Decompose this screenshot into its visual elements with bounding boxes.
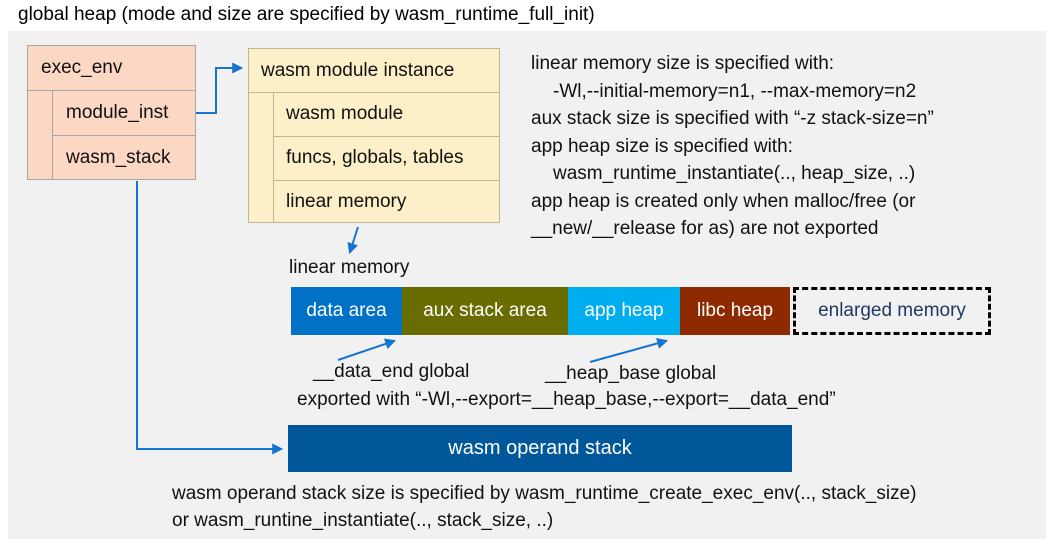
module-instance-row-linear-memory: linear memory — [273, 181, 499, 222]
note-line: app heap size is specified with: — [531, 135, 793, 157]
exported-with-label: exported with “-Wl,--export=__heap_base,… — [297, 389, 836, 410]
footer-line: or wasm_runtine_instantiate(.., stack_si… — [172, 509, 554, 531]
page-title: global heap (mode and size are specified… — [18, 4, 595, 25]
note-line: app heap is created only when malloc/fre… — [531, 190, 916, 212]
memory-segment-libc-heap: libc heap — [680, 287, 790, 335]
footer-line: wasm operand stack size is specified by … — [172, 483, 917, 504]
exec-env-row-module-inst: module_inst — [52, 91, 195, 136]
memory-segment-app-heap: app heap — [568, 287, 680, 335]
note-line: -Wl,--initial-memory=n1, --max-memory=n2 — [553, 80, 917, 102]
note-line: linear memory size is specified with: — [531, 53, 835, 74]
linear-memory-label: linear memory — [289, 257, 410, 278]
module-instance-header: wasm module instance — [249, 49, 499, 93]
exec-env-header: exec_env — [28, 46, 195, 91]
note-line: aux stack size is specified with “-z sta… — [531, 108, 934, 129]
memory-segment-data-area: data area — [291, 287, 402, 335]
data-end-global-label: __data_end global — [313, 361, 470, 382]
linear-memory-bar: data area aux stack area app heap libc h… — [291, 287, 991, 335]
footer-note: wasm operand stack size is specified by … — [172, 481, 917, 534]
wasm-operand-stack-bar: wasm operand stack — [288, 425, 792, 472]
exec-env-row-wasm-stack: wasm_stack — [52, 136, 195, 179]
note-line: wasm_runtime_instantiate(.., heap_size, … — [553, 163, 916, 184]
enlarged-memory-box: enlarged memory — [793, 287, 991, 335]
exec-env-box: exec_env module_inst wasm_stack — [27, 45, 196, 180]
heap-base-global-label: __heap_base global — [545, 363, 717, 384]
module-instance-row-wasm-module: wasm module — [273, 93, 499, 137]
notes-block: linear memory size is specified with: -W… — [531, 50, 1036, 243]
module-instance-row-funcs-globals-tables: funcs, globals, tables — [273, 137, 499, 181]
note-line: __new/__release for as) are not exported — [531, 218, 879, 239]
memory-segment-aux-stack-area: aux stack area — [402, 287, 568, 335]
module-instance-box: wasm module instance wasm module funcs, … — [248, 48, 500, 223]
